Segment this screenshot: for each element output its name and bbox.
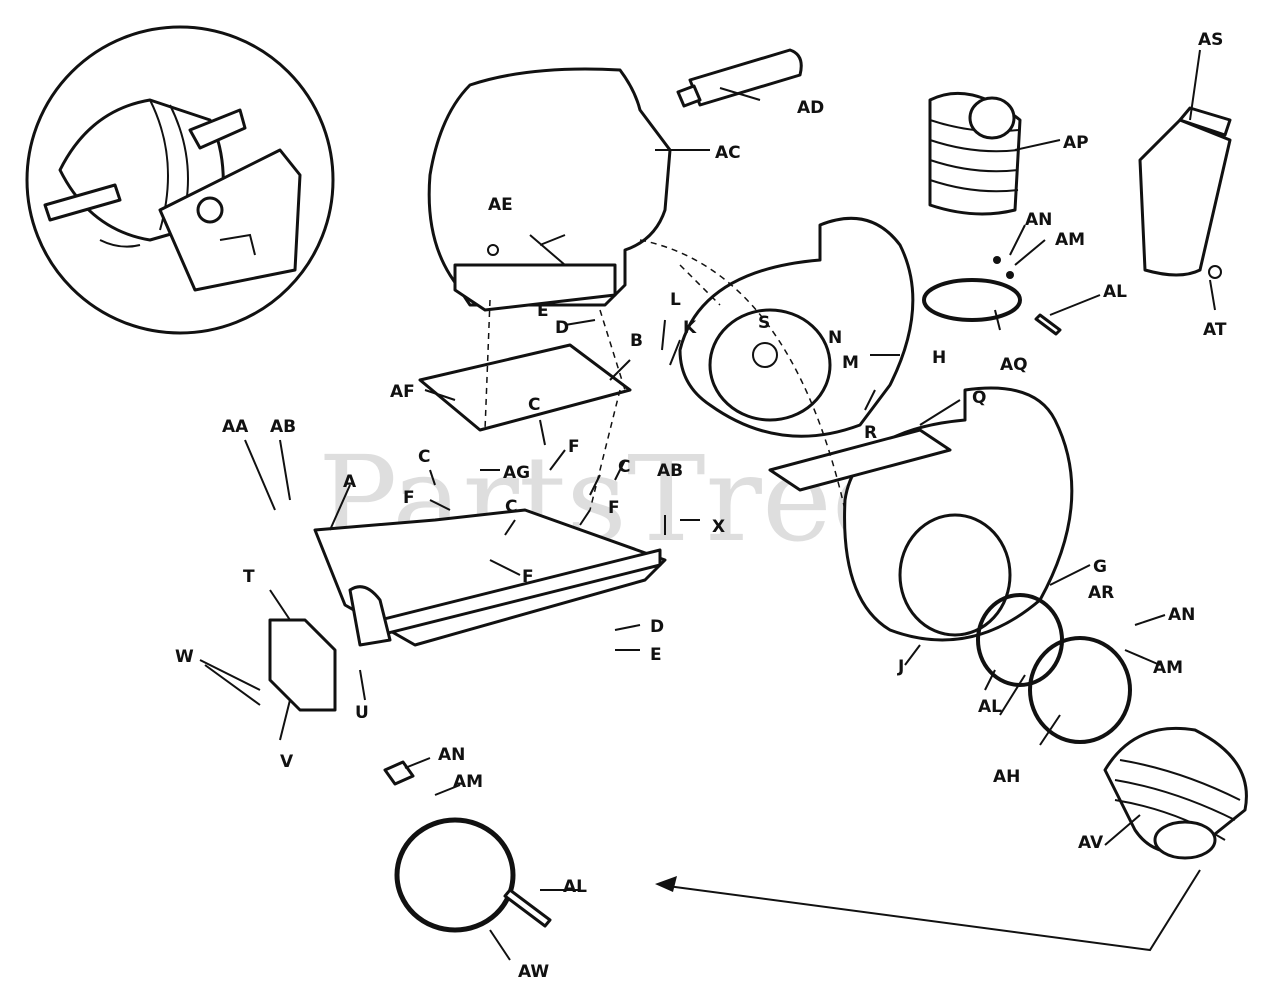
label-f2: F xyxy=(403,488,415,508)
label-q: Q xyxy=(972,388,986,408)
label-h: H xyxy=(932,348,946,368)
spout xyxy=(1138,106,1232,279)
label-c4: C xyxy=(505,497,517,517)
label-v: V xyxy=(280,752,294,772)
label-e-top: E xyxy=(537,301,549,321)
label-d-top: D xyxy=(555,318,569,338)
pipe xyxy=(676,48,803,108)
collar xyxy=(928,91,1022,216)
label-ab1: AB xyxy=(270,417,296,437)
label-aq: AQ xyxy=(1000,355,1028,375)
label-x: X xyxy=(712,517,725,537)
label-j: J xyxy=(897,657,904,677)
label-al-mid: AL xyxy=(978,697,1002,717)
label-am-bot: AM xyxy=(453,772,483,792)
label-aa: AA xyxy=(222,417,249,437)
label-f1: F xyxy=(568,437,580,457)
frame xyxy=(313,508,667,647)
engine xyxy=(427,67,672,312)
label-an-mid: AN xyxy=(1168,605,1195,625)
label-al-bot: AL xyxy=(563,877,587,897)
bracket xyxy=(268,618,337,712)
label-c3: C xyxy=(618,457,630,477)
label-t: T xyxy=(243,567,255,587)
label-r: R xyxy=(864,423,877,443)
hose xyxy=(1103,726,1248,860)
label-d-bot: D xyxy=(650,617,664,637)
label-ap: AP xyxy=(1063,133,1089,153)
plate xyxy=(768,428,952,492)
label-ar: AR xyxy=(1088,583,1114,603)
label-ac: AC xyxy=(715,143,741,163)
label-ad: AD xyxy=(797,98,824,118)
clamp-top xyxy=(922,256,1062,336)
label-av: AV xyxy=(1078,833,1104,853)
blower-housing-lower xyxy=(843,386,1074,642)
label-ab2: AB xyxy=(657,461,683,481)
label-n: N xyxy=(828,328,842,348)
label-am-top: AM xyxy=(1055,230,1085,250)
label-aw: AW xyxy=(518,962,549,982)
label-u: U xyxy=(355,703,369,723)
label-f3: F xyxy=(608,498,620,518)
label-s: S xyxy=(758,313,770,333)
label-e-bot: E xyxy=(650,645,662,665)
label-m: M xyxy=(842,353,859,373)
label-k: K xyxy=(683,318,697,338)
label-c1: C xyxy=(528,395,540,415)
label-ag: AG xyxy=(503,463,530,483)
label-w: W xyxy=(175,647,194,667)
label-b: B xyxy=(630,331,643,351)
label-f4: F xyxy=(522,567,534,587)
label-af: AF xyxy=(390,382,415,402)
label-am-mid: AM xyxy=(1153,658,1183,678)
callout-labels: AC AD AE AP AS AN AM AL AT AQ E D L K S … xyxy=(175,30,1227,982)
mount-plate xyxy=(418,343,632,432)
label-a: A xyxy=(343,472,357,492)
label-an-bot: AN xyxy=(438,745,465,765)
inset-detail xyxy=(25,25,335,335)
clamp-mid xyxy=(976,593,1132,744)
label-ae: AE xyxy=(488,195,513,215)
label-l: L xyxy=(670,290,681,310)
label-at: AT xyxy=(1203,320,1227,340)
blower-housing xyxy=(678,216,915,438)
label-al-top: AL xyxy=(1103,282,1127,302)
label-c2: C xyxy=(418,447,430,467)
label-g: G xyxy=(1093,557,1107,577)
label-as: AS xyxy=(1198,30,1223,50)
direction-arrow xyxy=(659,869,1201,952)
label-an-top: AN xyxy=(1025,210,1052,230)
label-ah: AH xyxy=(993,767,1020,787)
